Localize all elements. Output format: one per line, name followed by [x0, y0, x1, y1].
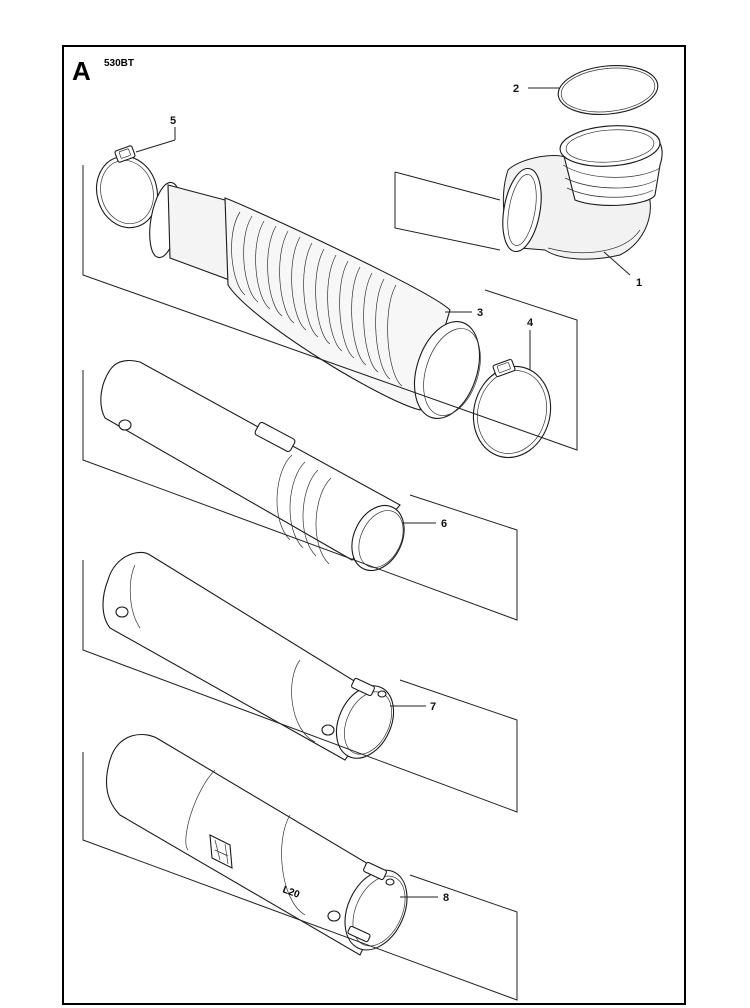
part-8-tube[interactable]: L20 — [106, 733, 420, 960]
model-label: 530BT — [104, 58, 134, 69]
callout-8: 8 — [443, 892, 449, 904]
callout-7: 7 — [430, 701, 436, 713]
callouts: 2 1 3 4 5 6 7 8 — [170, 83, 642, 904]
callout-6: 6 — [441, 518, 447, 530]
callout-leaders — [135, 87, 631, 898]
section-letter: A — [72, 56, 91, 86]
callout-3: 3 — [477, 307, 483, 319]
part-4-clamp[interactable] — [463, 358, 560, 467]
callout-4: 4 — [527, 317, 534, 329]
part-5-clamp[interactable] — [89, 145, 166, 234]
guide-lines — [82, 165, 578, 1001]
callout-5: 5 — [170, 115, 176, 127]
part-3-bellows-hose[interactable] — [145, 180, 491, 427]
part-7-tube[interactable] — [102, 551, 405, 767]
part-1-elbow[interactable] — [497, 123, 663, 260]
part-6-tube[interactable] — [100, 359, 414, 578]
diagram-frame — [62, 45, 686, 1005]
brand-logo-icon — [209, 834, 233, 869]
callout-2: 2 — [513, 83, 519, 95]
callout-1: 1 — [636, 277, 642, 289]
part-2-o-ring[interactable] — [556, 61, 660, 119]
